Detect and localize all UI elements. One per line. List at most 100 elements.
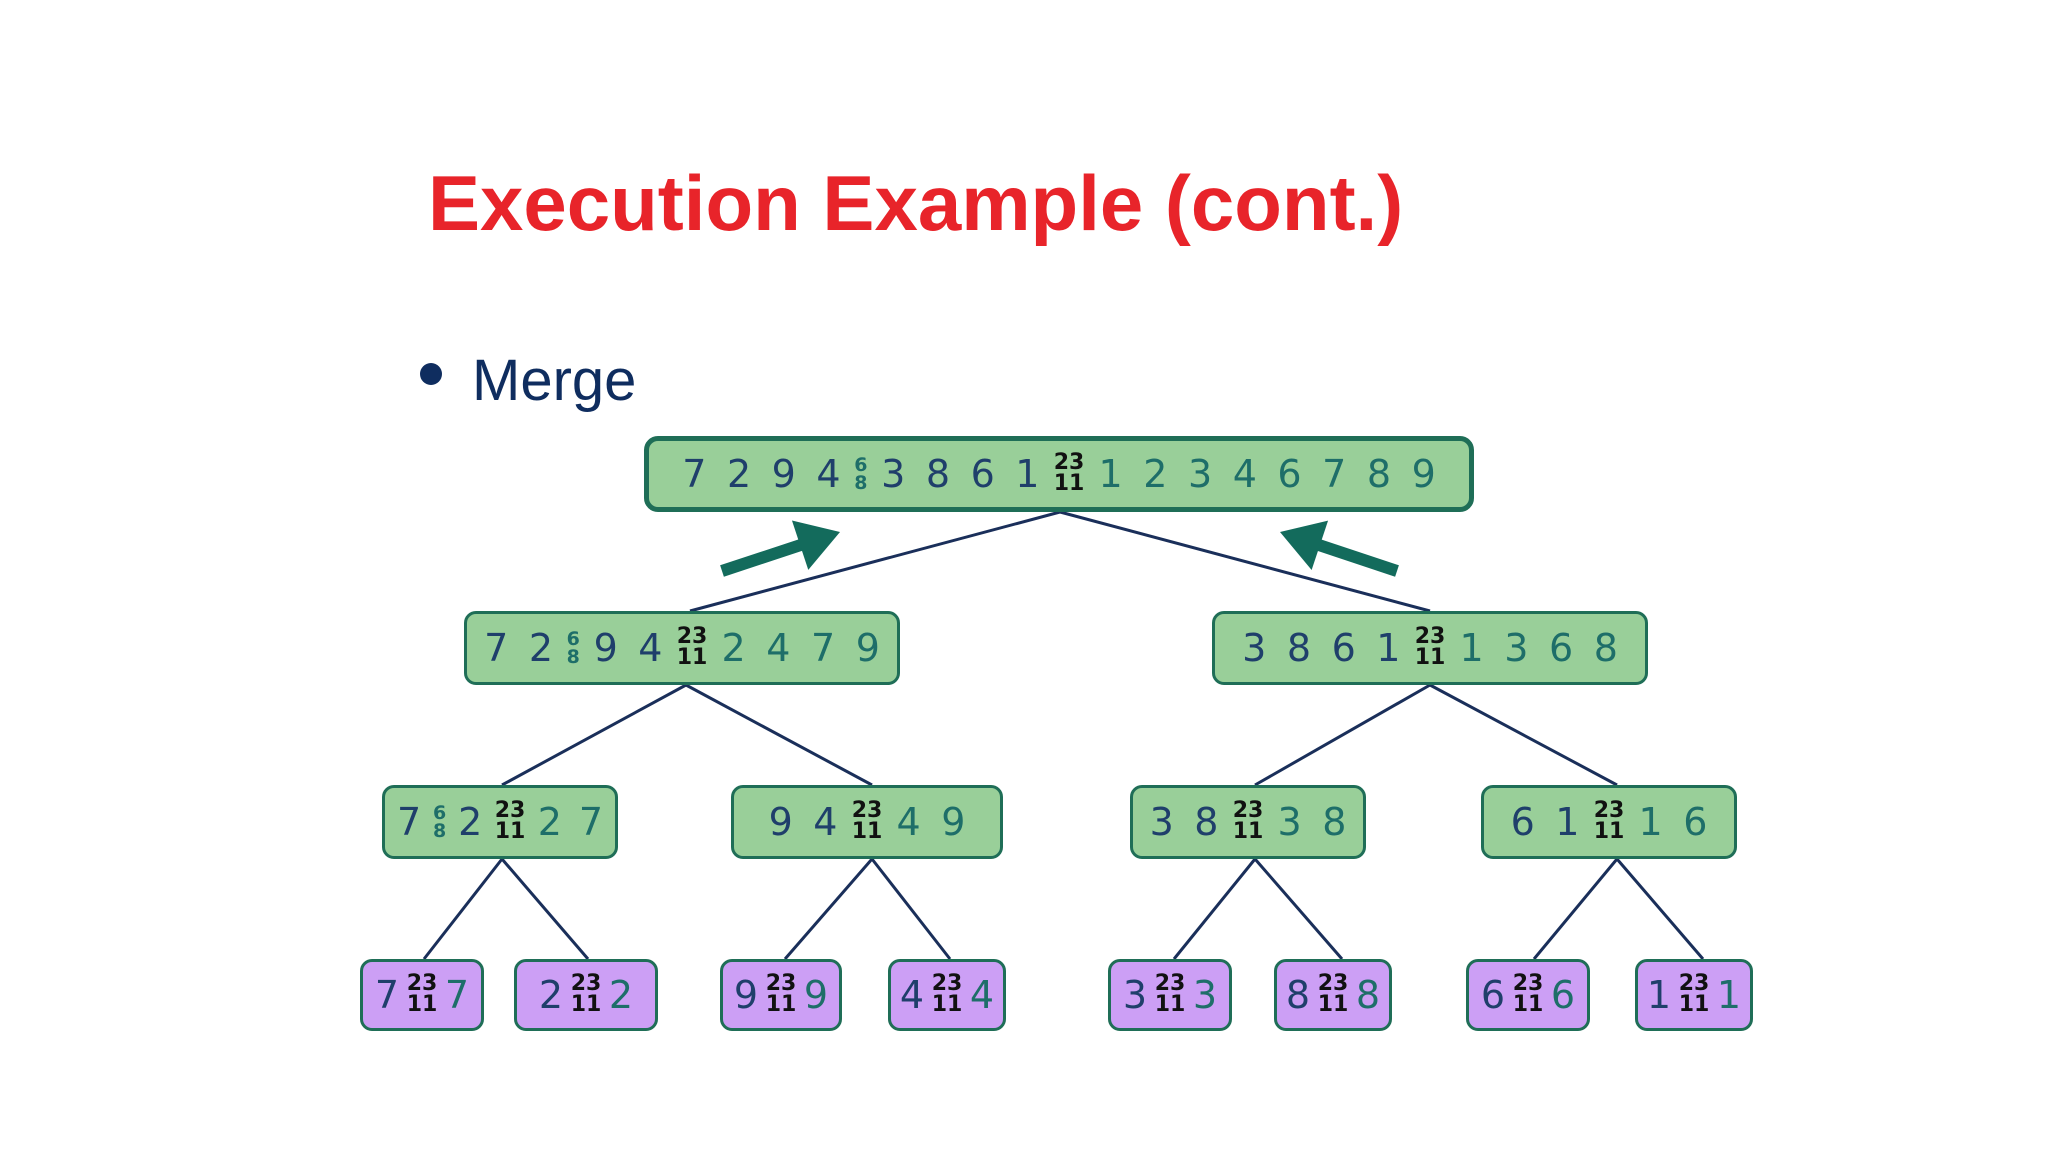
output-digit: 2 — [537, 800, 562, 844]
merge-mark-digit: 23 — [931, 971, 963, 997]
input-digit: 6 — [1510, 800, 1535, 844]
input-digit: 3 — [881, 452, 906, 496]
output-digit: 2 — [721, 626, 746, 670]
edge-right-rr — [1429, 683, 1618, 787]
merge-arrow-left-icon — [720, 520, 840, 577]
edge-root-left — [689, 510, 1061, 613]
merge-mark-digit: 23 — [1678, 971, 1710, 997]
input-digit: 1 — [1646, 973, 1672, 1017]
input-digit: 7 — [396, 800, 422, 844]
merge-mark-digit: 23 — [676, 624, 708, 650]
input-digit: 4 — [813, 800, 838, 844]
split-mark-digit: 8 — [854, 472, 868, 494]
input-digit: 1 — [1015, 452, 1040, 496]
split-mark-digit: 8 — [566, 646, 580, 668]
output-digit: 7 — [1322, 452, 1347, 496]
tree-edges — [422, 510, 1705, 960]
merge-mark-digit: 11 — [1317, 992, 1349, 1017]
merge-mark-digit: 23 — [851, 798, 883, 824]
edge-rl-leaf6 — [1253, 858, 1344, 960]
output-digit: 7 — [810, 626, 836, 670]
edge-root-right — [1059, 510, 1431, 613]
merge-mark-digit: 11 — [1053, 471, 1085, 496]
output-digit: 3 — [1504, 626, 1529, 670]
merge-mark-digit: 11 — [494, 819, 526, 844]
output-digit: 3 — [1192, 973, 1218, 1017]
merge-mark-digit: 11 — [1414, 645, 1446, 670]
input-digit: 6 — [1480, 973, 1506, 1017]
input-digit: 8 — [1194, 800, 1219, 844]
merge-mark-digit: 11 — [406, 992, 438, 1017]
input-digit: 7 — [374, 973, 400, 1017]
split-mark-digit: 6 — [566, 627, 580, 650]
input-digit: 9 — [771, 452, 796, 496]
merge-mark-digit: 11 — [1678, 992, 1710, 1017]
merge-mark-digit: 23 — [1414, 624, 1446, 650]
merge-arrows — [720, 520, 1399, 577]
input-digit: 7 — [484, 626, 509, 670]
merge-arrow-right-icon — [1280, 520, 1399, 577]
output-digit: 3 — [1187, 452, 1213, 496]
merge-mark-digit: 11 — [851, 819, 883, 844]
merge-mark-digit: 11 — [931, 992, 963, 1017]
edge-left-lr — [685, 683, 873, 787]
output-digit: 1 — [1459, 626, 1484, 670]
input-digit: 7 — [682, 452, 707, 496]
input-digit: 3 — [1242, 626, 1267, 670]
merge-mark-digit: 23 — [1154, 971, 1186, 997]
merge-mark-digit: 23 — [1593, 798, 1625, 824]
merge-mark-digit: 23 — [494, 798, 526, 824]
input-digit: 2 — [458, 800, 483, 844]
output-digit: 8 — [1355, 973, 1381, 1017]
edge-rr-leaf7 — [1532, 858, 1619, 960]
output-digit: 4 — [766, 626, 791, 670]
output-digit: 1 — [1098, 452, 1123, 496]
output-digit: 2 — [608, 973, 634, 1017]
input-digit: 9 — [593, 626, 618, 670]
input-digit: 3 — [1149, 800, 1174, 844]
output-digit: 2 — [1143, 452, 1168, 496]
output-digit: 9 — [855, 626, 880, 670]
input-digit: 3 — [1122, 973, 1148, 1017]
input-digit: 1 — [1376, 626, 1401, 670]
output-digit: 7 — [578, 800, 604, 844]
input-digit: 6 — [970, 452, 995, 496]
merge-mark-digit: 11 — [570, 992, 602, 1017]
output-digit: 6 — [1683, 800, 1708, 844]
input-digit: 6 — [1331, 626, 1356, 670]
input-digit: 9 — [768, 800, 793, 844]
edge-lr-leaf3 — [783, 858, 874, 960]
input-digit: 9 — [733, 973, 759, 1017]
split-mark-digit: 6 — [433, 801, 447, 824]
